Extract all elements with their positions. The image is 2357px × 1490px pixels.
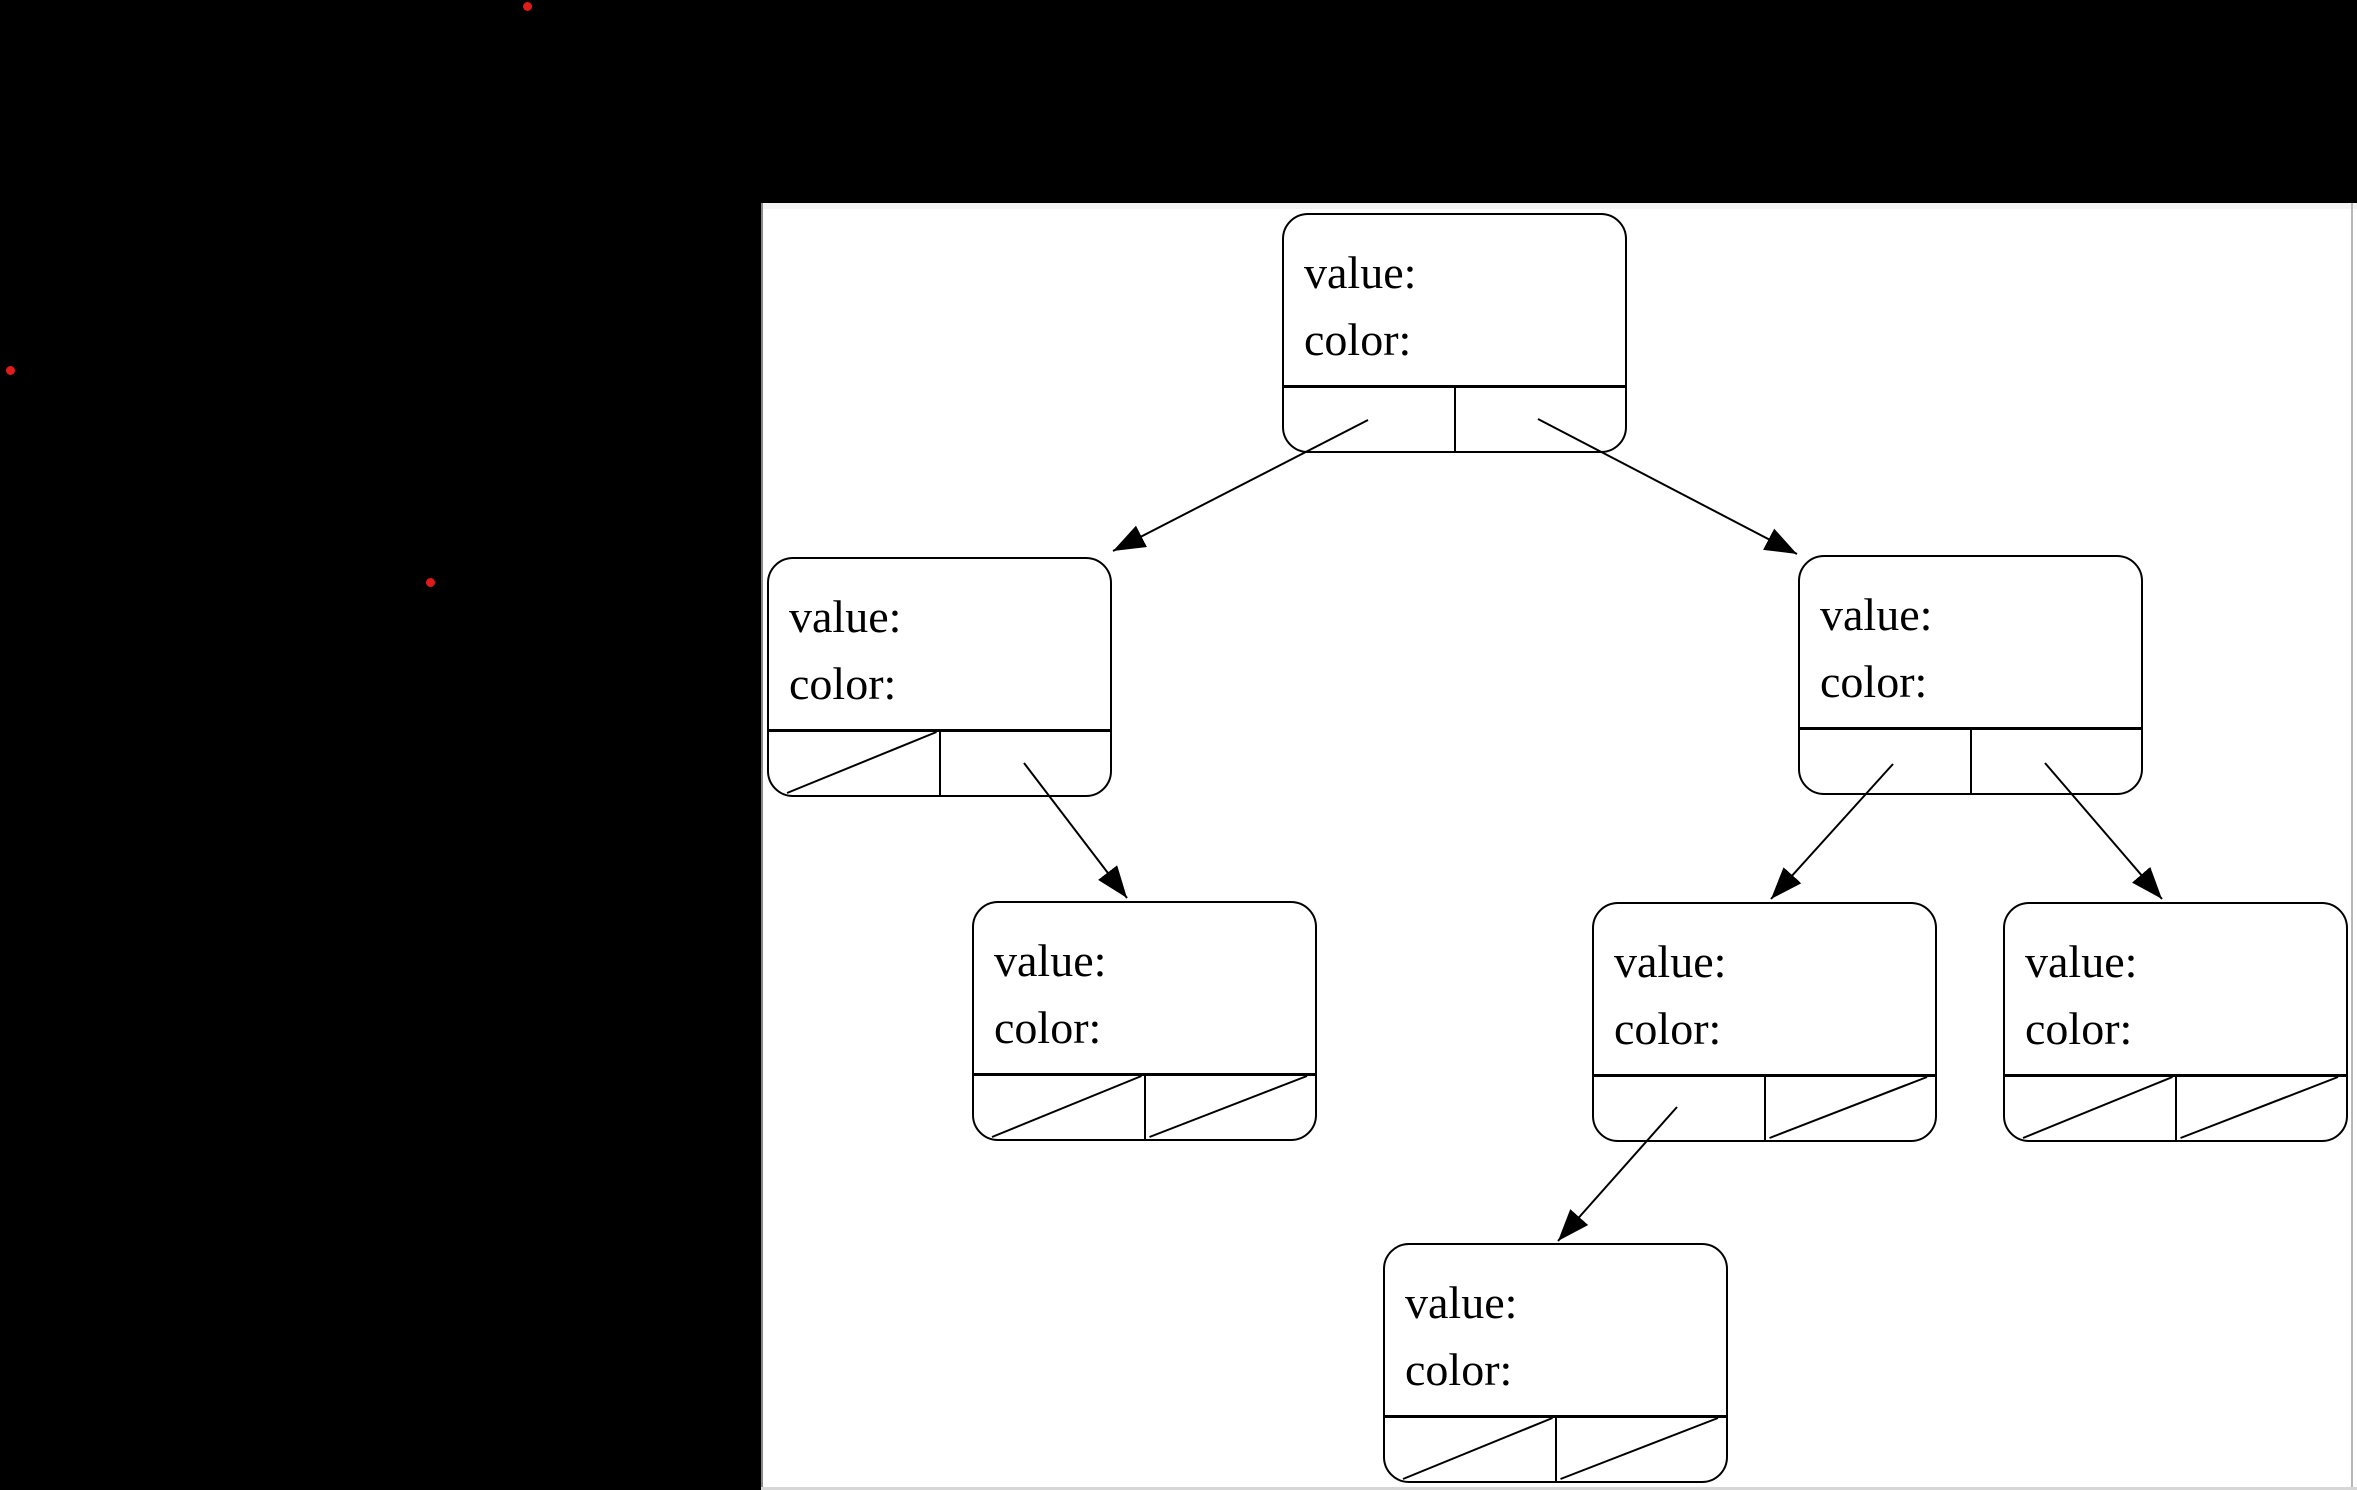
tree-node-right-right: value: color:	[2003, 902, 2348, 1142]
right-pointer-cell-null	[2176, 1077, 2347, 1140]
left-pointer-cell-null	[974, 1076, 1145, 1139]
tree-node-left-right: value: color:	[972, 901, 1317, 1141]
right-pointer-cell-link	[1971, 730, 2142, 793]
pointer-row	[1800, 727, 2141, 793]
pointer-cell-divider	[1453, 388, 1456, 451]
left-pointer-cell-null	[1385, 1418, 1556, 1481]
tree-node-left-child: value: color:	[767, 557, 1112, 797]
left-pointer-cell-link	[1284, 388, 1455, 451]
pointer-row	[974, 1073, 1315, 1139]
node-field-value: value:	[1405, 1277, 1518, 1328]
left-pointer-cell-link	[1594, 1077, 1765, 1140]
tree-node-right-left: value: color:	[1592, 902, 1937, 1142]
pointer-cell-divider	[938, 732, 941, 795]
pointer-row	[1385, 1415, 1726, 1481]
right-pointer-cell-link	[940, 732, 1111, 795]
node-fields: value: color:	[1594, 904, 1935, 1062]
node-fields: value: color:	[2005, 904, 2346, 1062]
node-field-value: value:	[994, 935, 1107, 986]
node-fields: value: color:	[1284, 215, 1625, 373]
node-fields: value: color:	[974, 903, 1315, 1061]
tree-node-right-child: value: color:	[1798, 555, 2143, 795]
node-field-color: color:	[1614, 1003, 1722, 1054]
right-pointer-cell-null	[1765, 1077, 1936, 1140]
node-field-value: value:	[1614, 936, 1727, 987]
node-field-color: color:	[1405, 1344, 1513, 1395]
right-pointer-cell-null	[1556, 1418, 1727, 1481]
pointer-row	[769, 729, 1110, 795]
node-field-color: color:	[994, 1002, 1102, 1053]
panel-left-border	[761, 203, 763, 1490]
pointer-row	[1594, 1074, 1935, 1140]
pointer-cell-divider	[1554, 1418, 1557, 1481]
node-field-color: color:	[1304, 314, 1412, 365]
node-fields: value: color:	[769, 559, 1110, 717]
pointer-row	[2005, 1074, 2346, 1140]
node-field-value: value:	[2025, 936, 2138, 987]
right-pointer-cell-link	[1455, 388, 1626, 451]
node-fields: value: color:	[1385, 1245, 1726, 1403]
node-field-value: value:	[789, 591, 902, 642]
red-dot-3	[425, 577, 435, 587]
tree-node-root: value: color:	[1282, 213, 1627, 453]
panel-bottom-strip	[761, 1487, 2357, 1490]
node-field-color: color:	[1820, 656, 1928, 707]
node-field-value: value:	[1820, 589, 1933, 640]
pointer-cell-divider	[1143, 1076, 1146, 1139]
left-pointer-cell-link	[1800, 730, 1971, 793]
left-pointer-cell-null	[769, 732, 940, 795]
panel-right-border	[2351, 203, 2353, 1490]
pointer-cell-divider	[1969, 730, 1972, 793]
node-fields: value: color:	[1800, 557, 2141, 715]
pointer-cell-divider	[1763, 1077, 1766, 1140]
node-field-value: value:	[1304, 247, 1417, 298]
pointer-cell-divider	[2174, 1077, 2177, 1140]
pointer-row	[1284, 385, 1625, 451]
red-dot-2	[5, 365, 15, 375]
tree-node-right-left-left: value: color:	[1383, 1243, 1728, 1483]
panel-top-strip	[761, 203, 2357, 209]
left-pointer-cell-null	[2005, 1077, 2176, 1140]
right-pointer-cell-null	[1145, 1076, 1316, 1139]
red-dot-1	[522, 1, 532, 11]
node-field-color: color:	[2025, 1003, 2133, 1054]
node-field-color: color:	[789, 658, 897, 709]
